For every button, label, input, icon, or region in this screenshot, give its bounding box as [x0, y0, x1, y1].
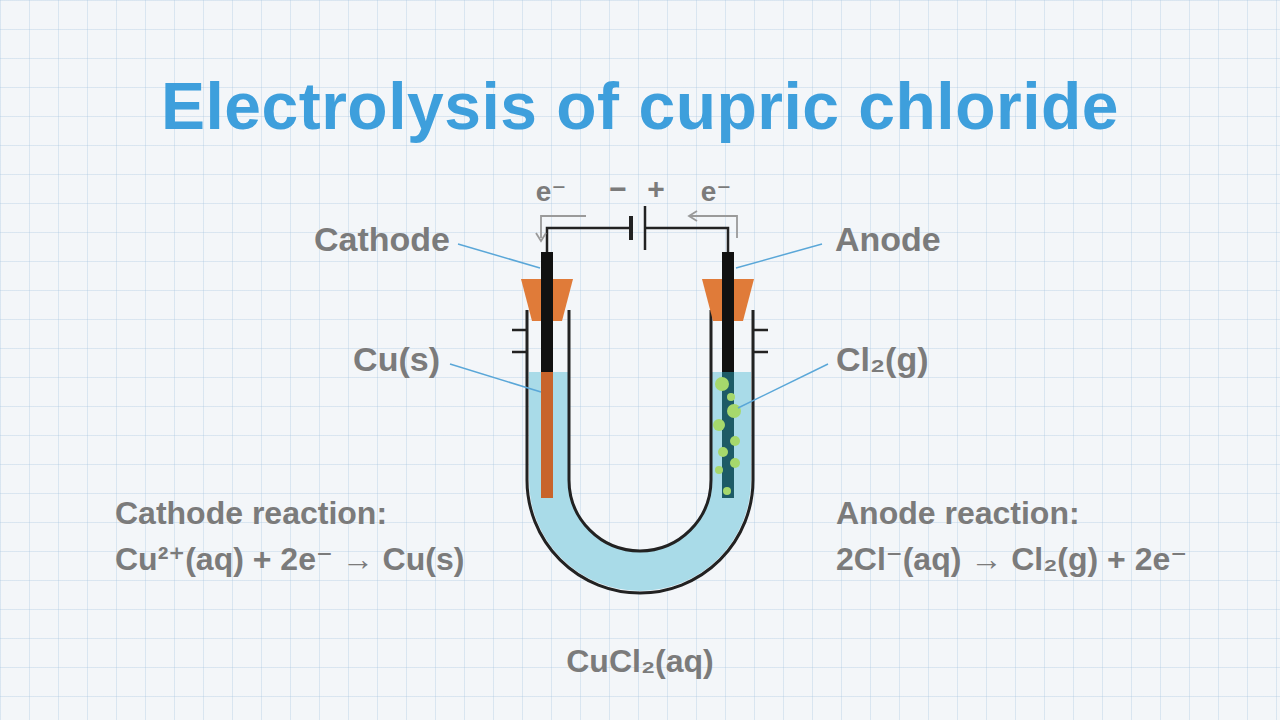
electron-arrow — [541, 216, 586, 238]
wire — [547, 228, 728, 254]
part-label: Cl₂(g) — [836, 341, 929, 378]
reaction-heading: Anode reaction: — [836, 496, 1080, 531]
chlorine-bubbles — [713, 377, 741, 495]
polarity-sign: − — [609, 172, 627, 205]
cathode-rod — [541, 252, 553, 374]
battery-negative — [629, 216, 633, 240]
anode-rod — [722, 252, 734, 374]
reaction-equation: 2Cl⁻(aq) → Cl₂(g) + 2e⁻ — [836, 542, 1187, 577]
leader-line — [450, 244, 828, 408]
part-label: Cu(s) — [353, 341, 440, 378]
reaction-heading: Cathode reaction: — [115, 496, 387, 531]
part-label: Cathode — [314, 221, 450, 258]
anode-submerged — [722, 372, 734, 498]
electron-label: e⁻ — [536, 177, 566, 208]
cathode-rod — [541, 252, 553, 322]
anode-rod — [722, 252, 734, 322]
u-tube-outer — [527, 310, 753, 593]
reaction-equation: Cu²⁺(aq) + 2e⁻ → Cu(s) — [115, 542, 464, 577]
electron-arrow-head — [689, 211, 697, 221]
battery-positive — [644, 206, 647, 250]
title: Electrolysis of cupric chloride — [161, 70, 1119, 143]
electron-arrow — [690, 216, 737, 238]
electron-arrow-head — [536, 233, 546, 241]
copper-deposit — [541, 372, 553, 498]
solution-label: CuCl₂(aq) — [566, 644, 714, 679]
polarity-sign: + — [647, 172, 665, 205]
electron-label: e⁻ — [701, 177, 731, 208]
electrolyte — [529, 372, 751, 591]
part-label: Anode — [835, 221, 941, 258]
u-tube-inner — [569, 310, 711, 551]
